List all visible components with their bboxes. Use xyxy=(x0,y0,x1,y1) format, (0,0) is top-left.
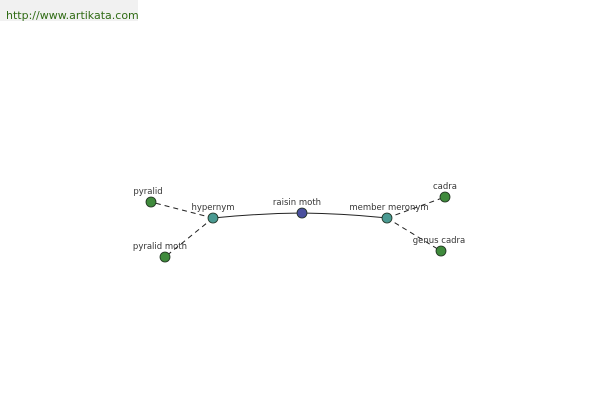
node-label-cadra: cadra xyxy=(433,182,457,192)
edge-raisin-moth-member-meronym xyxy=(301,212,388,219)
node-label-hypernym: hypernym xyxy=(191,203,234,213)
node-dot-hypernym[interactable] xyxy=(207,212,219,224)
node-dot-pyralid-moth[interactable] xyxy=(159,251,171,263)
node-dot-raisin-moth[interactable] xyxy=(296,207,308,219)
url-link[interactable]: http://www.artikata.com xyxy=(6,9,139,22)
node-member-meronym[interactable]: member meronym xyxy=(349,203,429,224)
node-hypernym[interactable]: hypernym xyxy=(191,203,235,224)
edge-member-meronym-cadra xyxy=(386,196,446,219)
node-cadra[interactable]: cadra xyxy=(433,182,457,203)
edge-member-meronym-genus-cadra xyxy=(386,217,442,252)
edge-raisin-moth-hypernym xyxy=(212,212,303,219)
node-pyralid[interactable]: pyralid xyxy=(133,187,163,208)
node-dot-pyralid[interactable] xyxy=(145,196,157,208)
edge-hypernym-pyralid xyxy=(150,201,214,219)
graph-nodes: raisin moth hypernym member meronym pyralid… xyxy=(133,182,466,263)
node-label-pyralid: pyralid xyxy=(133,187,162,197)
node-raisin-moth[interactable]: raisin moth xyxy=(273,198,321,219)
node-dot-cadra[interactable] xyxy=(439,191,451,203)
node-label-raisin-moth: raisin moth xyxy=(273,198,321,208)
graph-edges xyxy=(150,196,446,258)
node-pyralid-moth[interactable]: pyralid moth xyxy=(133,242,187,263)
node-dot-genus-cadra[interactable] xyxy=(435,245,447,257)
node-label-pyralid-moth: pyralid moth xyxy=(133,242,187,252)
node-label-member-meronym: member meronym xyxy=(349,203,428,213)
url-banner[interactable]: http://www.artikata.com xyxy=(0,0,139,22)
node-genus-cadra[interactable]: genus cadra xyxy=(413,236,466,257)
node-label-genus-cadra: genus cadra xyxy=(413,236,466,246)
edge-hypernym-pyralid-moth xyxy=(164,217,214,258)
node-dot-member-meronym[interactable] xyxy=(381,212,393,224)
